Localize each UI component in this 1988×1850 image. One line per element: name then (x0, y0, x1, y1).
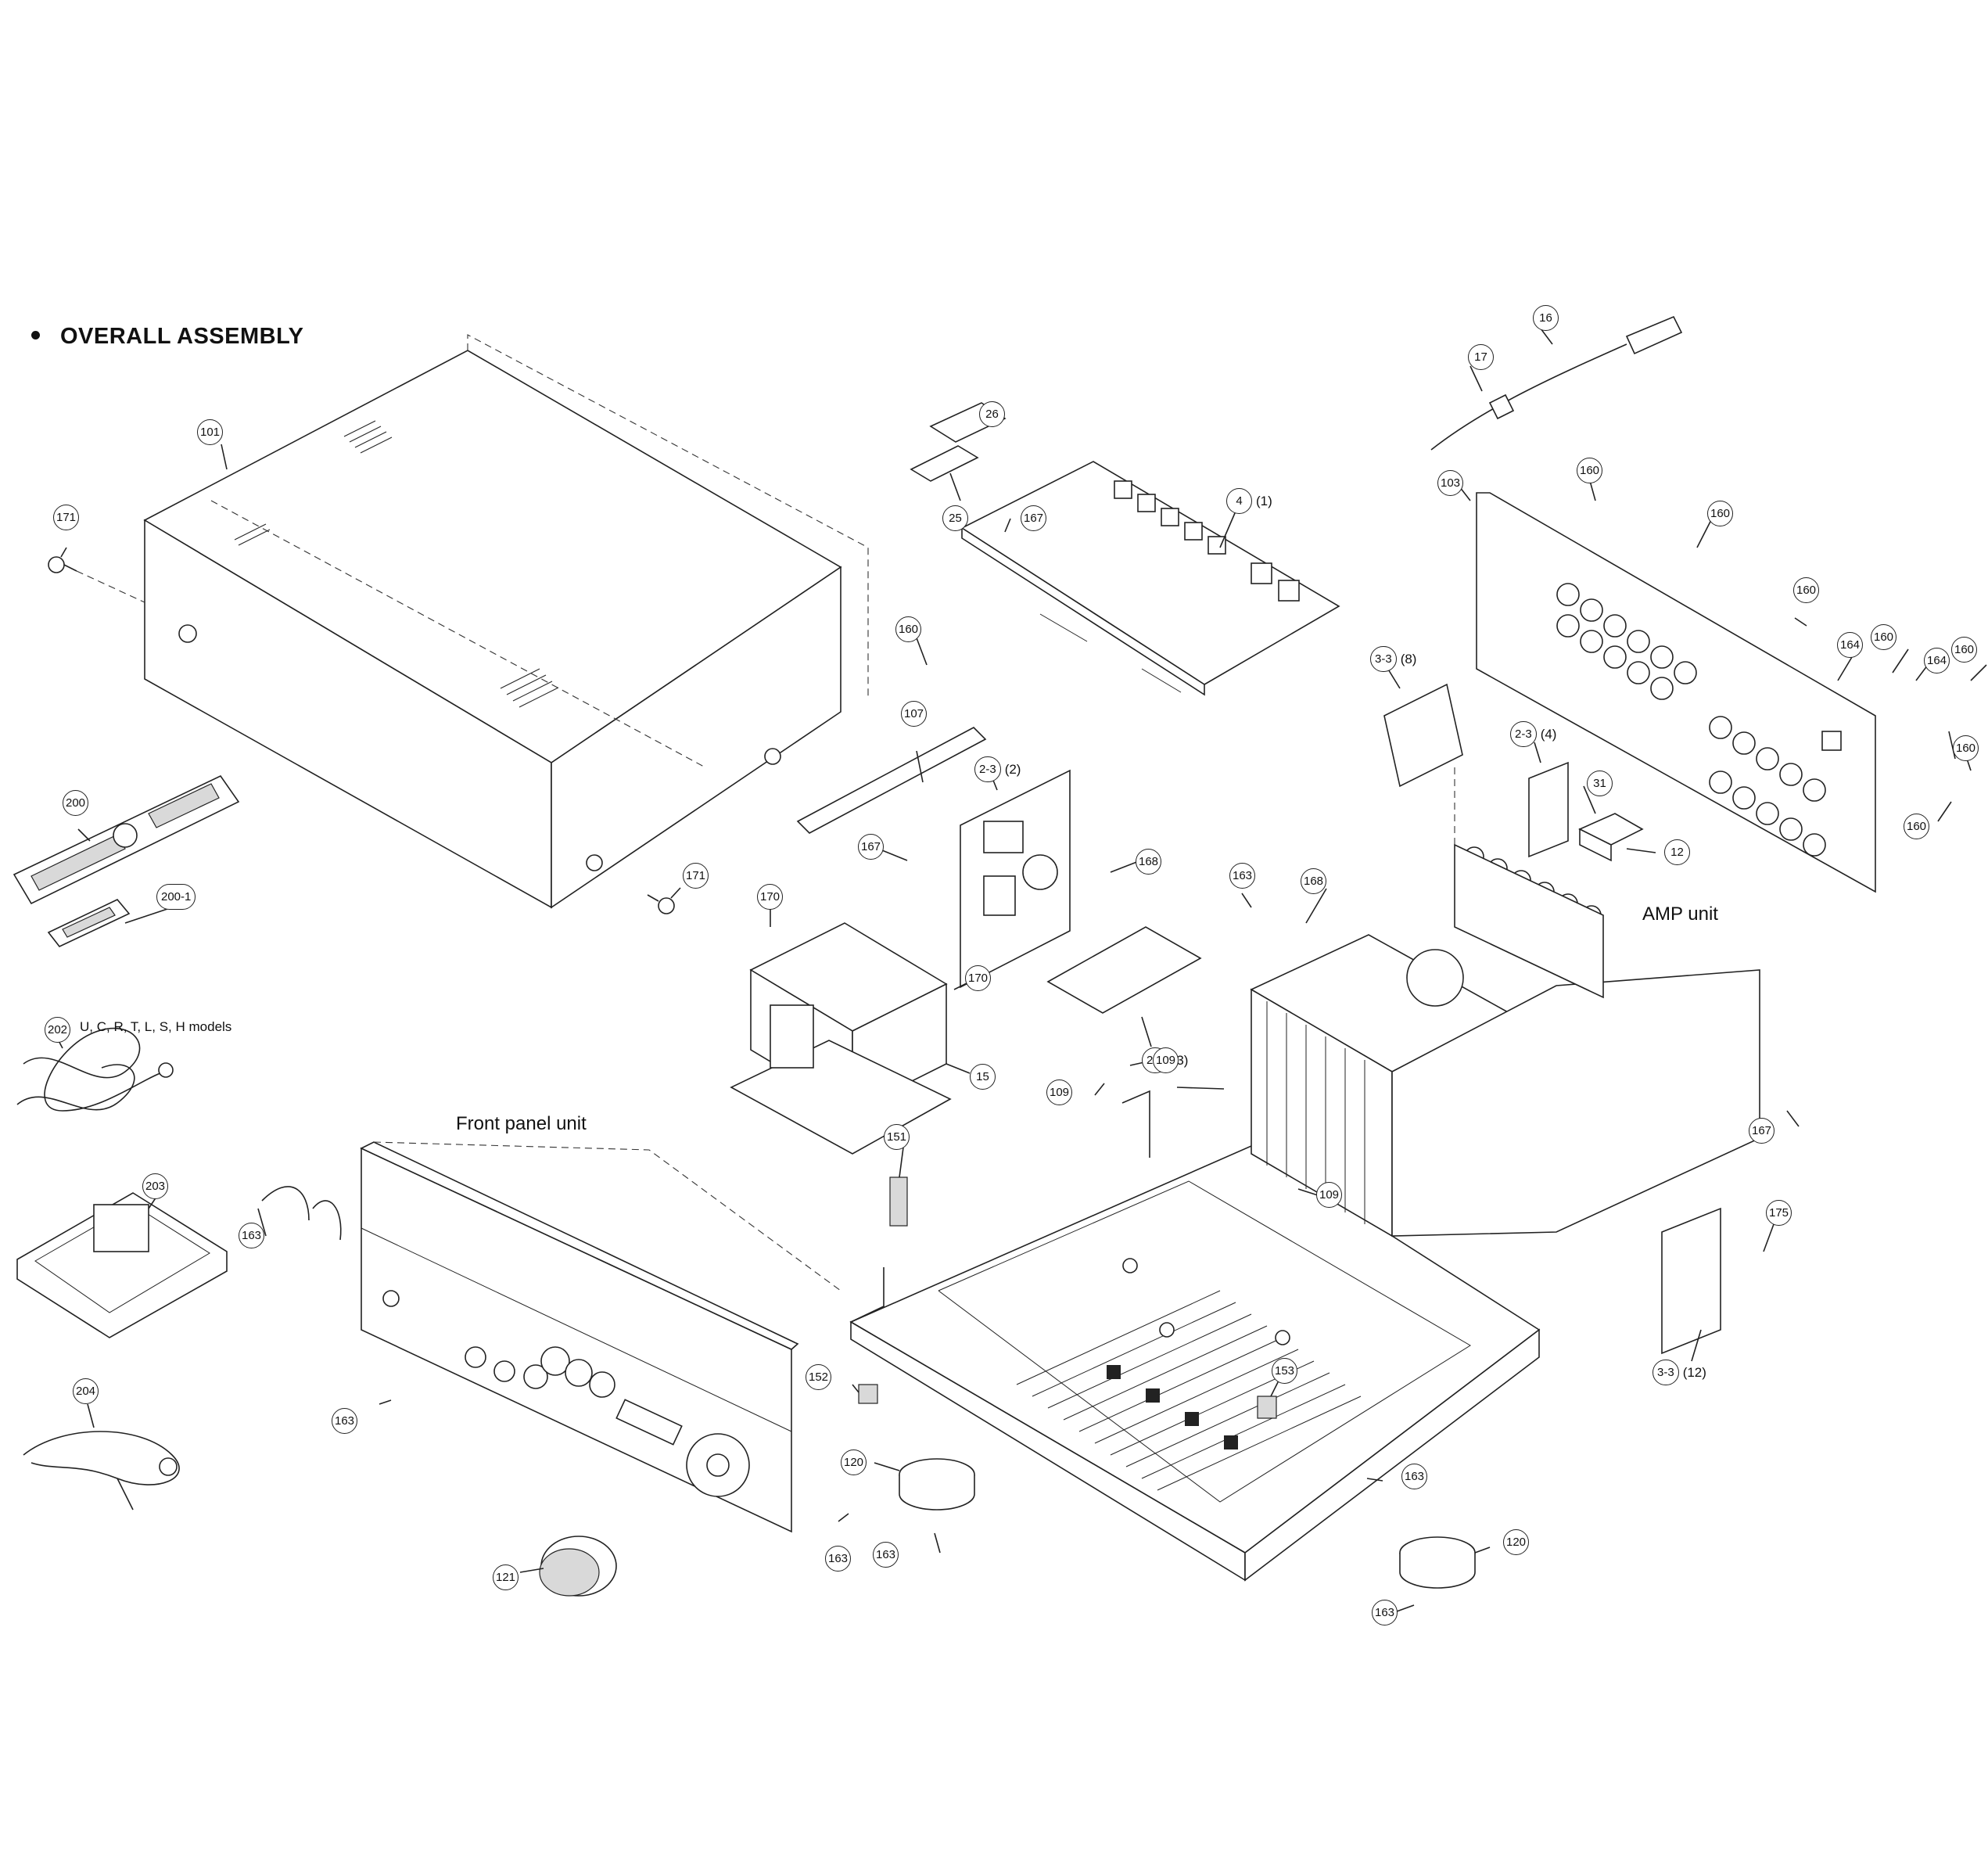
part-marker-203: 203 (142, 1173, 168, 1199)
part-marker-170: 170 (757, 884, 783, 910)
part-marker-160: 160 (1707, 501, 1733, 526)
amp-unit (1391, 763, 1760, 1237)
part-marker-200: 200 (63, 790, 88, 816)
part-marker-204: 204 (73, 1378, 99, 1404)
part-marker-164: 164 (1924, 648, 1950, 674)
part-marker-163: 163 (332, 1408, 357, 1434)
cable-204 (23, 1431, 180, 1511)
part-marker-12: 12 (1664, 839, 1690, 865)
part-marker-151: 151 (884, 1124, 910, 1150)
part-marker-109: 109 (1316, 1182, 1342, 1208)
leader-lines (56, 328, 1987, 1612)
bullet-icon (31, 330, 40, 339)
part-marker-2-3: 2-3(4) (1510, 721, 1556, 747)
title-text: OVERALL ASSEMBLY (60, 324, 304, 349)
power-cord-16-17 (1430, 315, 1683, 451)
pcb-3-3-12 (1661, 1207, 1721, 1355)
spring-151 (889, 1176, 908, 1227)
pcb-2-3-4 (1528, 761, 1569, 858)
pcb-2-3-2 (960, 769, 1071, 989)
part-marker-164: 164 (1837, 632, 1863, 658)
part-marker-170: 170 (965, 965, 991, 991)
part-marker-153: 153 (1272, 1358, 1297, 1384)
part-marker-101: 101 (197, 419, 223, 445)
part-marker-31: 31 (1587, 771, 1613, 796)
part-marker-3-3: 3-3(8) (1370, 646, 1416, 672)
foot-152 (858, 1384, 878, 1404)
front-panel-leads (261, 1186, 342, 1241)
rear-panel-103 (1476, 492, 1876, 893)
part-marker-163: 163 (239, 1223, 264, 1248)
part-marker-160: 160 (1951, 637, 1977, 663)
part-marker-25: 25 (942, 505, 968, 531)
part-marker-167: 167 (858, 834, 884, 860)
main-pcb-4 (960, 461, 1340, 696)
diagram-title: OVERALL ASSEMBLY (31, 324, 303, 350)
part-marker-160: 160 (1904, 814, 1929, 839)
part-marker-168: 168 (1301, 868, 1326, 894)
part-marker-160: 160 (1793, 577, 1819, 603)
knob-121 (539, 1536, 617, 1597)
main-chassis (849, 1090, 1541, 1582)
part-marker-202: 202 (45, 1017, 70, 1043)
pcb-3-3-8 (1383, 683, 1463, 788)
part-marker-109: 109 (1046, 1079, 1072, 1105)
foot-153 (1257, 1396, 1277, 1419)
part-marker-121: 121 (493, 1564, 519, 1590)
part-marker-168: 168 (1136, 849, 1161, 875)
part-marker-26: 26 (979, 401, 1005, 427)
screw-171-right (647, 894, 675, 914)
part-12-31 (1578, 813, 1644, 862)
front-panel-unit (360, 1141, 841, 1533)
part-marker-200-1: 200-1 (156, 884, 196, 910)
model-note: U, C, R, T, L, S, H models (80, 1019, 232, 1034)
part-marker-152: 152 (806, 1364, 831, 1390)
flat-cable-107 (796, 727, 987, 834)
part-marker-160: 160 (1577, 458, 1602, 483)
heat-sink (1250, 934, 1511, 1238)
part-marker-160: 160 (1953, 735, 1979, 761)
part-marker-163: 163 (1401, 1464, 1427, 1489)
amp-unit-label: AMP unit (1642, 903, 1718, 925)
part-marker-171: 171 (53, 505, 79, 530)
transformer-15 (730, 922, 952, 1155)
part-marker-167: 167 (1021, 505, 1046, 531)
part-marker-120: 120 (841, 1449, 867, 1475)
part-marker-163: 163 (825, 1546, 851, 1572)
part-marker-2-3: 2-3(2) (974, 756, 1021, 782)
part-marker-163: 163 (1372, 1600, 1398, 1625)
part-marker-15: 15 (970, 1064, 996, 1090)
part-marker-163: 163 (1229, 863, 1255, 889)
part-marker-4: 4(1) (1226, 488, 1272, 514)
part-marker-17: 17 (1468, 344, 1494, 370)
pcb-2-3-3 (1046, 926, 1202, 1014)
part-marker-3-3: 3-3(12) (1652, 1360, 1706, 1385)
part-marker-103: 103 (1437, 470, 1463, 496)
part-marker-171: 171 (683, 863, 709, 889)
part-marker-120: 120 (1503, 1529, 1529, 1555)
am-loop-antenna (16, 1192, 228, 1338)
top-cover (143, 334, 869, 909)
remote-card-200-1 (47, 899, 131, 947)
part-marker-160: 160 (1871, 624, 1896, 650)
screw-171-left (48, 556, 145, 603)
front-panel-unit-label: Front panel unit (456, 1113, 587, 1134)
part-marker-160: 160 (895, 616, 921, 642)
leg-120-right (1399, 1536, 1476, 1589)
fm-antenna (16, 1027, 174, 1112)
part-marker-16: 16 (1533, 305, 1559, 331)
part-marker-107: 107 (901, 701, 927, 727)
part-marker-167: 167 (1749, 1118, 1774, 1144)
leg-120-left (899, 1458, 975, 1511)
part-marker-175: 175 (1766, 1200, 1792, 1226)
part-marker-163: 163 (873, 1542, 899, 1568)
remote-control (13, 774, 240, 905)
part-marker-109: 109 (1153, 1047, 1179, 1073)
